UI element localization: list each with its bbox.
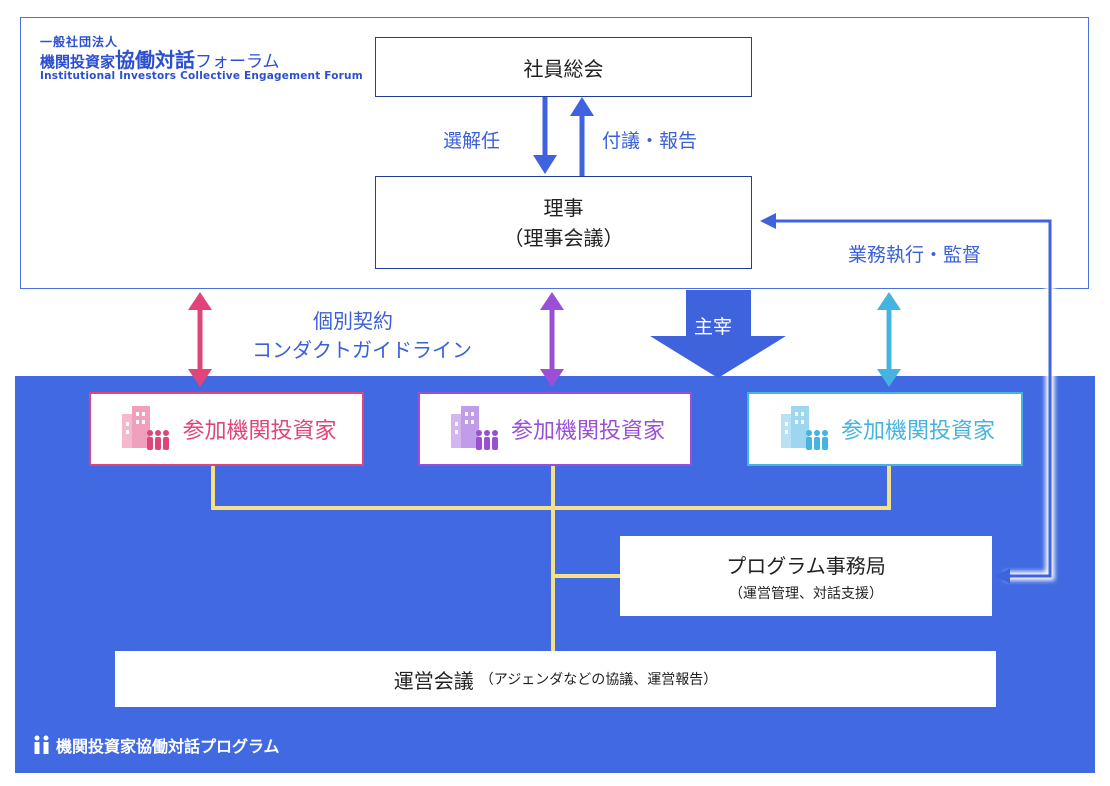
secretariat-title: プログラム事務局	[726, 553, 886, 578]
logo-english: Institutional Investors Collective Engag…	[40, 70, 363, 82]
board-label: 理事	[543, 195, 584, 220]
investor-box-pink: 参加機関投資家	[89, 392, 364, 466]
investor-building-icon	[450, 406, 498, 450]
host-label: 主宰	[694, 316, 733, 338]
logo-suffix: フォーラム	[195, 52, 280, 72]
yellow-connectors	[211, 466, 891, 651]
contract-label: 個別契約	[313, 309, 393, 333]
investor-box-purple: 参加機関投資家	[418, 392, 692, 466]
program-logo-icon	[34, 735, 49, 754]
secretariat-sub: （運営管理、対話支援）	[729, 585, 883, 602]
steering-title: 運営会議	[393, 668, 474, 693]
purple-contract-arrow	[540, 292, 564, 387]
investor-building-icon	[780, 406, 828, 450]
board-sub-label: （理事会議）	[503, 225, 624, 250]
investor-box-cyan: 参加機関投資家	[747, 392, 1023, 466]
steering-sub: （アジェンダなどの協議、運営報告）	[479, 672, 718, 688]
cyan-contract-arrow	[877, 292, 901, 387]
secretariat-box: プログラム事務局 （運営管理、対話支援）	[620, 536, 992, 616]
host-arrow	[650, 290, 786, 378]
logo-name: 協働対話	[115, 48, 196, 72]
general-meeting-label: 社員総会	[523, 56, 604, 81]
logo-small-text: 一般社団法人	[40, 35, 119, 49]
program-title: 機関投資家協働対話プログラム	[32, 733, 280, 757]
report-arrow	[570, 97, 594, 176]
pink-contract-arrow	[188, 292, 212, 387]
report-label: 付議・報告	[602, 130, 698, 152]
execute-label: 業務執行・監督	[848, 244, 982, 266]
elect-arrow	[533, 97, 557, 174]
elect-label: 選解任	[443, 130, 501, 152]
logo-prefix: 機関投資家	[40, 53, 116, 71]
general-meeting-box: 社員総会	[375, 37, 752, 97]
investor-label-purple: 参加機関投資家	[510, 419, 665, 444]
investor-building-icon	[122, 406, 170, 450]
board-box: 理事 （理事会議）	[375, 176, 752, 269]
forum-logo: 機関投資家協働対話フォーラム	[40, 44, 280, 73]
guideline-label: コンダクトガイドライン	[252, 338, 472, 362]
investor-label-cyan: 参加機関投資家	[840, 419, 995, 444]
execute-supervise-arrow	[760, 213, 1055, 584]
steering-box: 運営会議 （アジェンダなどの協議、運営報告）	[115, 651, 996, 707]
investor-label-pink: 参加機関投資家	[182, 419, 337, 444]
program-title-text: 機関投資家協働対話プログラム	[56, 737, 280, 756]
